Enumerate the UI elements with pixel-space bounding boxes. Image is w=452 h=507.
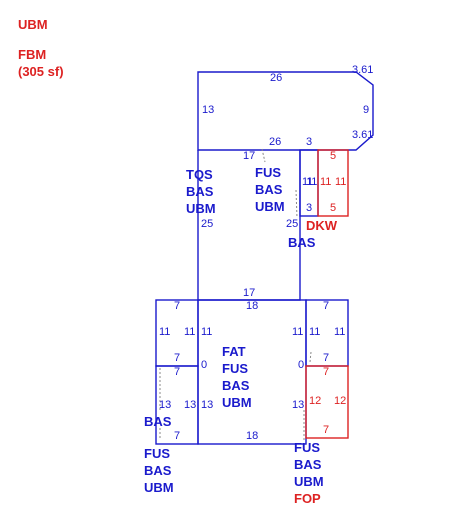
dim-fus-top-width: 17 [243,150,256,162]
label-left-fus-area: FUS BAS UBM [144,446,174,495]
dim-lower-right-zero: 0 [298,359,305,371]
dim-wing-left-mid-lower: 7 [174,366,181,378]
dim-lower-top-outer: 17 [243,287,256,299]
dim-fop-bottom: 7 [323,424,330,436]
dim-dkw-left: 11 [320,176,332,188]
label-tqs-area: TQS BAS UBM [186,167,216,216]
dim-lower-left-lower: 13 [201,399,214,411]
leader-line-right-wing [309,351,312,363]
label-dkw-area: DKW [306,218,338,233]
dim-lower-right-lower: 13 [292,399,305,411]
dim-fop-right: 12 [334,395,347,407]
leader-line-fus [261,148,266,163]
dkw-deck [317,149,349,217]
leader-line-column [295,189,298,219]
dim-wing-left-bottom: 7 [174,430,181,442]
dim-dkw-top: 5 [330,150,337,162]
legend-title: UBM [18,17,48,32]
dim-wing-right-outer-upper: 11 [334,326,346,338]
dim-lower-right-upper: 11 [292,326,304,338]
dim-wing-left-mid-upper: 7 [174,352,181,364]
dim-lower-left-zero: 0 [201,359,208,371]
dim-wing-right-top: 7 [323,300,330,312]
dim-lower-top-inner: 18 [246,300,259,312]
dim-main-top-width: 26 [270,72,283,84]
dim-notch: 3 [306,136,313,148]
dim-corner-bottom: 3.61 [352,129,374,141]
dim-small-col-right: 11 [307,176,317,188]
dim-main-right-height: 9 [363,104,370,116]
left-wing-lower [155,365,199,445]
label-fus-upper-area: FUS BAS UBM [255,165,285,214]
dim-column-height: 25 [201,218,214,230]
dim-wing-left-inner-upper: 11 [184,326,196,338]
label-right-fus-area: FUS BAS UBM [294,440,324,489]
legend-area-label: FBM [18,47,47,62]
dim-column-right-height: 25 [286,218,299,230]
upper-main-block [197,71,374,151]
dim-fop-top: 7 [323,366,330,378]
dim-main-left-height: 13 [202,104,215,116]
dim-wing-left-outer-lower: 13 [159,399,172,411]
dim-wing-left-top: 7 [174,300,181,312]
dim-wing-right-mid: 7 [323,352,330,364]
label-left-bas: BAS [144,414,172,429]
dim-main-bottom-width: 26 [269,136,282,148]
label-fat-area: FAT FUS BAS UBM [222,344,252,410]
fop-porch [305,365,349,439]
dim-corner-top: 3.61 [352,64,374,76]
legend-area-value: (305 sf) [18,64,64,79]
label-fop-area: FOP [294,491,321,506]
dim-dkw-right: 11 [335,176,347,188]
dim-small-col-bottom: 3 [306,202,313,214]
dim-small-col-left: 11 [302,176,312,188]
lower-main-block [197,299,307,445]
dim-wing-left-inner-lower: 13 [184,399,197,411]
label-dkw-bas: BAS [288,235,316,250]
dim-fop-left: 12 [309,395,322,407]
dim-lower-bottom: 18 [246,430,259,442]
dim-dkw-bottom: 5 [330,202,337,214]
dim-wing-left-outer-upper: 11 [159,326,171,338]
dim-wing-right-inner-upper: 11 [309,326,321,338]
dim-lower-left-upper: 11 [201,326,213,338]
